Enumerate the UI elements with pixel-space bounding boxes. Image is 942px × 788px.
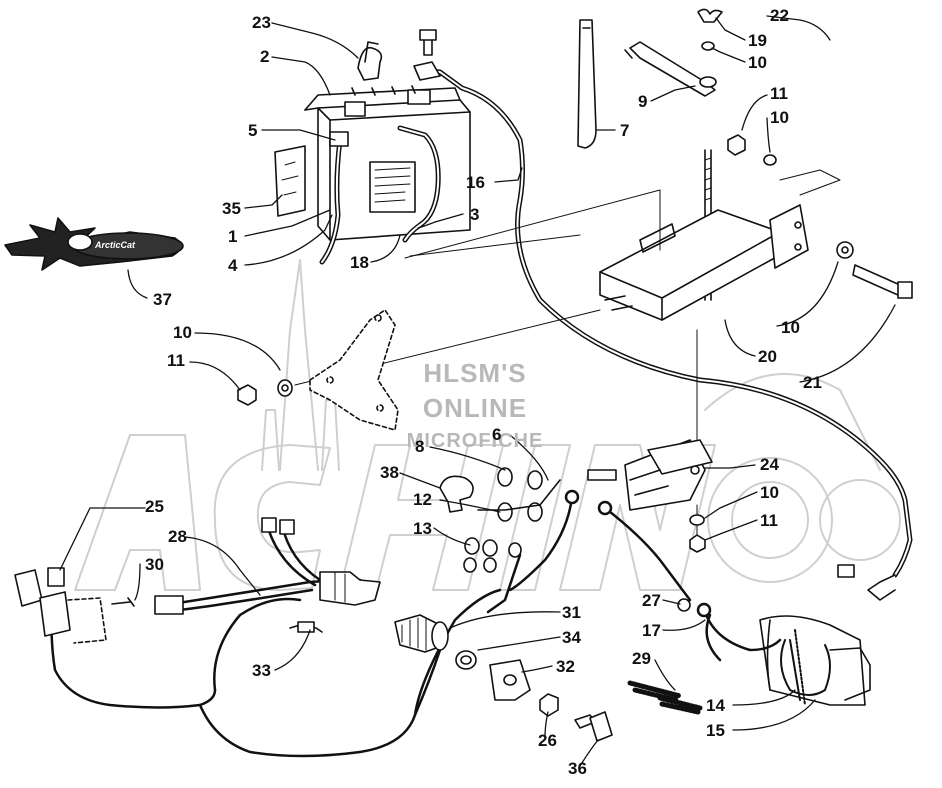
wiring-harness [50, 523, 502, 758]
switch-hardware [455, 650, 613, 742]
callout-35: 35 [222, 199, 241, 218]
callout-10-left: 10 [173, 323, 192, 342]
watermark-line-3: MICROFICHE [406, 430, 544, 452]
callout-34: 34 [562, 628, 581, 647]
callout-1: 1 [228, 227, 238, 246]
callout-13: 13 [413, 519, 432, 538]
washer [677, 598, 691, 612]
callout-11-top: 11 [770, 84, 788, 103]
callout-10-tray: 10 [781, 318, 800, 337]
springs [627, 680, 703, 715]
callout-26: 26 [538, 731, 557, 750]
ignition-switch [394, 614, 449, 653]
harness-connectors [154, 517, 381, 615]
nut-washer-set-left [237, 379, 293, 406]
callout-32: 32 [556, 657, 575, 676]
hold-down-bracket [624, 8, 723, 97]
callout-7: 7 [620, 121, 630, 140]
negative-cable [319, 125, 441, 265]
battery-tray [599, 204, 809, 321]
terminal-boot [357, 41, 383, 81]
callout-18: 18 [350, 253, 369, 272]
ground-cable [696, 602, 782, 662]
callout-8: 8 [415, 437, 425, 456]
battery-pad [274, 145, 306, 217]
starter-solenoid [587, 439, 713, 511]
callout-16: 16 [466, 173, 485, 192]
watermark-line-2: ONLINE [422, 393, 528, 423]
push-button [439, 475, 474, 513]
callout-10-top: 10 [748, 53, 767, 72]
callout-31: 31 [562, 603, 581, 622]
callout-12: 12 [413, 490, 432, 509]
callout-24: 24 [760, 455, 779, 474]
callout-20: 20 [758, 347, 777, 366]
callout-19: 19 [748, 31, 767, 50]
tray-bolt [836, 241, 913, 299]
solenoid-wires [486, 489, 692, 614]
callout-29: 29 [632, 649, 651, 668]
mount-plate-dashed [309, 309, 399, 431]
bolt [419, 29, 437, 56]
callout-leaders [59, 15, 896, 767]
terminal-hardware-stack [463, 467, 561, 573]
inline-resistor [289, 621, 323, 633]
callout-17: 17 [642, 621, 661, 640]
callout-30: 30 [145, 555, 164, 574]
watermark-line-1: HLSM'S [423, 358, 527, 388]
callout-11-left: 11 [167, 351, 185, 370]
callout-37: 37 [153, 290, 172, 309]
cable-strap [780, 629, 831, 706]
battery-strap [577, 19, 597, 149]
callout-10-right: 10 [770, 108, 789, 127]
starter-motor [759, 615, 871, 706]
callout-36: 36 [568, 759, 587, 778]
callout-15: 15 [706, 721, 725, 740]
callout-14: 14 [706, 696, 725, 715]
callout-9: 9 [638, 92, 648, 111]
callout-11-solenoid: 11 [760, 511, 778, 530]
callout-25: 25 [145, 497, 164, 516]
callout-27: 27 [642, 591, 661, 610]
logo-word: ArcticCat [95, 240, 136, 250]
callout-4: 4 [228, 256, 238, 275]
callout-10-solenoid: 10 [760, 483, 779, 502]
callout-38: 38 [380, 463, 399, 482]
callout-33: 33 [252, 661, 271, 680]
callout-21: 21 [803, 373, 822, 392]
arctic-cat-logo [4, 217, 184, 271]
callout-5: 5 [248, 121, 258, 140]
callout-23: 23 [252, 13, 271, 32]
nut-washer-set-lower [689, 514, 706, 553]
callout-2: 2 [260, 47, 270, 66]
callout-3: 3 [470, 205, 480, 224]
callout-6: 6 [492, 425, 502, 444]
positive-cable [413, 61, 913, 601]
left-connector [14, 567, 135, 644]
callout-22: 22 [770, 6, 789, 25]
battery [304, 85, 471, 241]
nut-washer-set-upper [727, 134, 777, 166]
callout-28: 28 [168, 527, 187, 546]
